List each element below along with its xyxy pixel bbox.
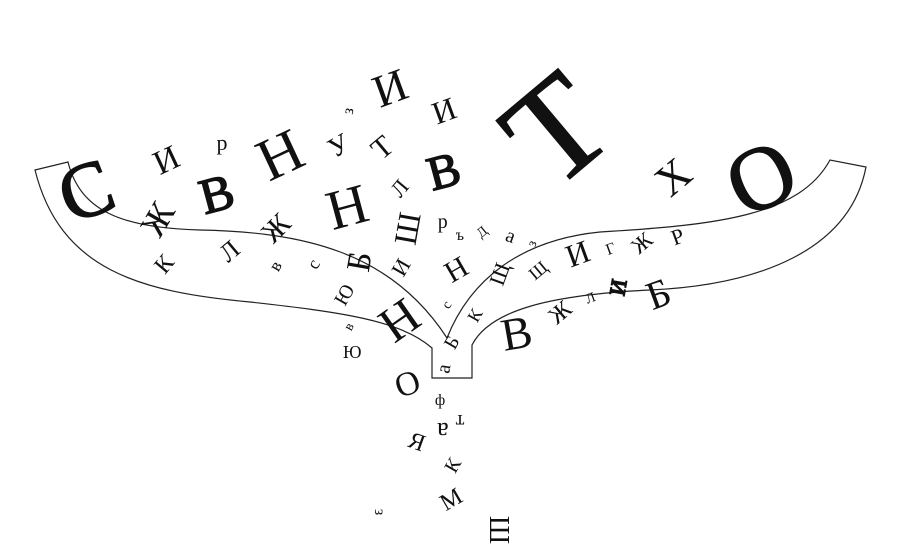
letter-glyph: Н (320, 172, 375, 242)
letter-glyph: В (421, 142, 466, 201)
letter-glyph: а (503, 224, 519, 248)
letter-glyph: р (217, 130, 228, 155)
letter-glyph: Н (246, 116, 313, 194)
letter-glyph: Ш (483, 516, 514, 544)
letter-glyph: В (497, 305, 536, 361)
letter-glyph: И (604, 277, 631, 297)
letter-glyph: а (432, 362, 455, 375)
letter-glyph: Х (645, 148, 701, 206)
letter-glyph: а (437, 417, 449, 446)
letter-glyph: В (193, 162, 240, 225)
letter-glyph: Ш (387, 209, 428, 247)
letter-glyph: р (438, 211, 448, 233)
letter-glyph: И (366, 59, 415, 118)
letter-glyph: в (341, 320, 357, 334)
letter-glyph: Д (474, 224, 491, 242)
letter-glyph: з (525, 238, 541, 249)
letter-glyph: Т (365, 129, 400, 166)
letter-glyph: с (439, 299, 455, 312)
letter-glyph: И (148, 139, 186, 183)
letter-glyph: ф (435, 392, 445, 409)
letter-glyph: С (47, 140, 126, 240)
letter-glyph: М (436, 483, 467, 516)
letter-glyph: У (323, 128, 356, 165)
letter-glyph: ъ (456, 227, 464, 244)
letter-glyph: О (390, 363, 426, 406)
letter-glyph: Н (439, 250, 474, 289)
letter-glyph: т (455, 410, 464, 432)
letter-glyph: Л (385, 174, 414, 202)
funnel-outline (34, 159, 867, 379)
letter-glyph: з (340, 107, 358, 116)
letter-glyph: И (386, 254, 416, 280)
letter-glyph: з (371, 509, 388, 515)
letter-glyph: Т (474, 43, 639, 217)
letter-glyph: К (440, 454, 466, 477)
letter-glyph: Я (405, 427, 429, 457)
letter-glyph: Ю (343, 342, 362, 362)
letter-glyph: И (427, 90, 461, 132)
